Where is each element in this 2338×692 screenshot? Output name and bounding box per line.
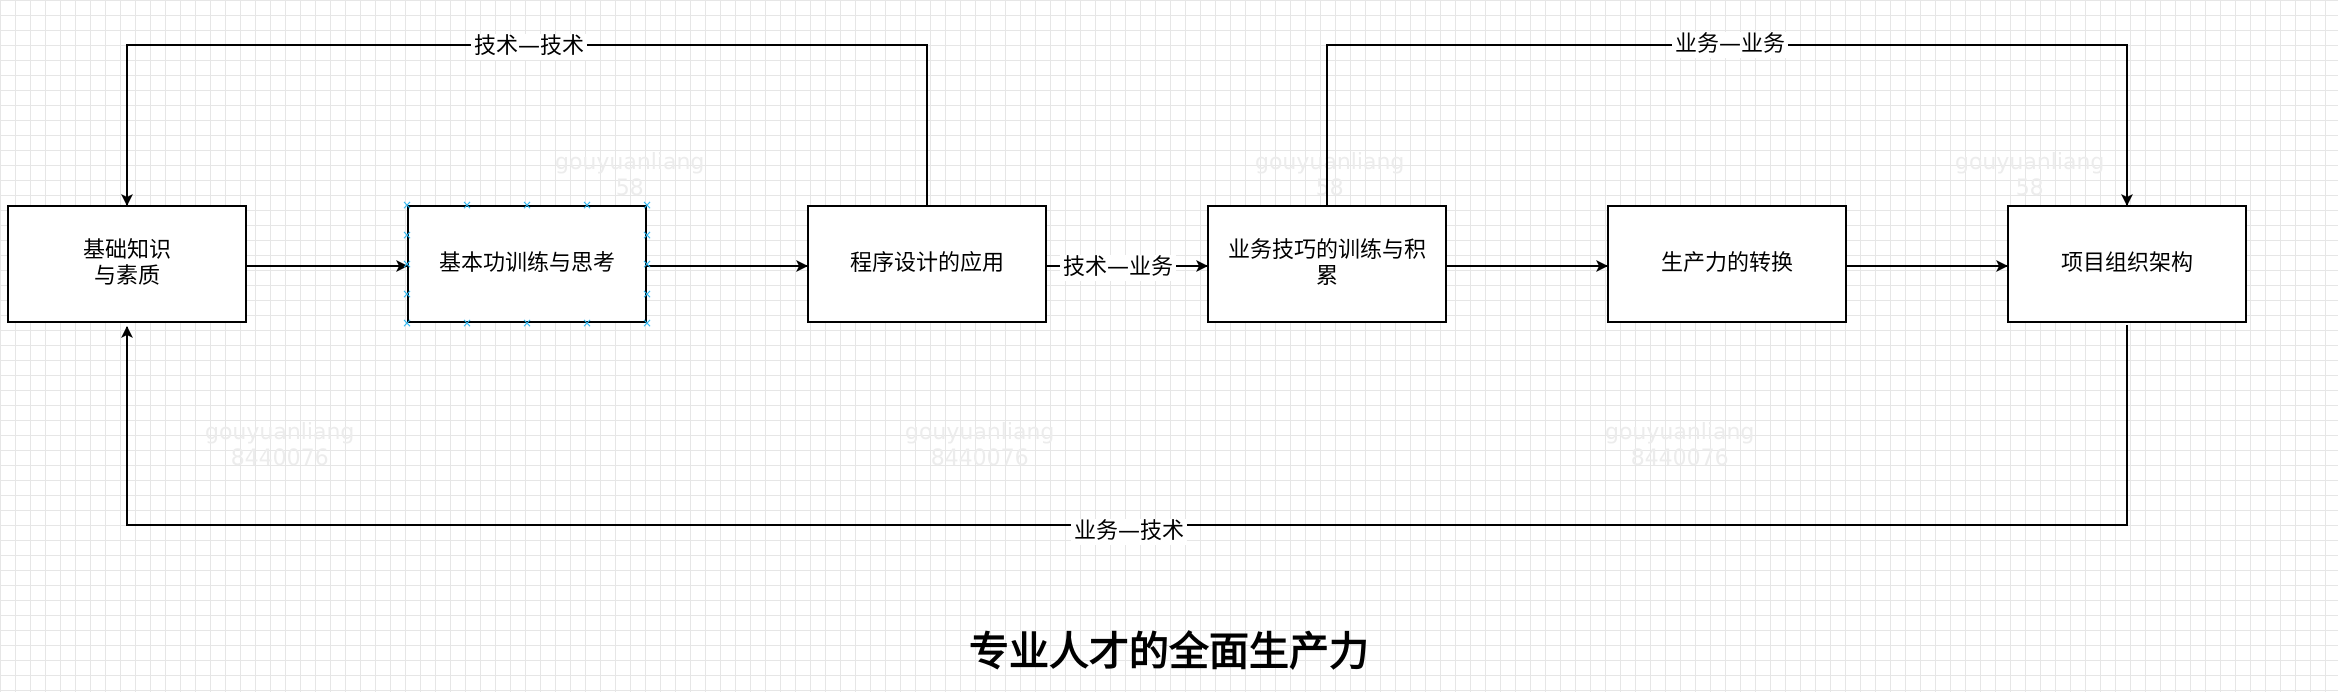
selection-handle[interactable]: × bbox=[641, 227, 653, 242]
selection-handle[interactable]: × bbox=[641, 316, 653, 330]
diagram-title: 专业人才的全面生产力 bbox=[969, 629, 1369, 675]
selection-handle[interactable]: × bbox=[401, 198, 413, 212]
watermark: gouyuanliang 8440076 bbox=[1605, 420, 1755, 471]
edge-n6-n1[interactable] bbox=[121, 325, 2128, 526]
selection-handle[interactable]: × bbox=[641, 286, 653, 301]
selection-handle[interactable]: × bbox=[581, 198, 593, 212]
node-basic-knowledge[interactable]: 基础知识 与素质 bbox=[7, 205, 247, 323]
selection-handle[interactable]: × bbox=[521, 198, 533, 212]
watermark: gouyuanliang 58 bbox=[555, 150, 705, 201]
edge-n4-n6[interactable] bbox=[1326, 44, 2133, 206]
node-business-skills[interactable]: 业务技巧的训练与积 累 bbox=[1207, 205, 1447, 323]
selection-handle[interactable]: × bbox=[461, 316, 473, 330]
edge-label-business-business: 业务—业务 bbox=[1671, 32, 1789, 58]
selection-handle[interactable]: × bbox=[401, 316, 413, 330]
edge-label-tech-tech: 技术—技术 bbox=[470, 34, 588, 60]
edge-label-business-tech: 业务—技术 bbox=[1070, 519, 1188, 545]
watermark: gouyuanliang 58 bbox=[1255, 150, 1405, 201]
selection-handle[interactable]: × bbox=[401, 286, 413, 301]
watermark: gouyuanliang 8440076 bbox=[205, 420, 355, 471]
watermark: gouyuanliang 58 bbox=[1955, 150, 2105, 201]
node-productivity-conversion[interactable]: 生产力的转换 bbox=[1607, 205, 1847, 323]
selection-handle[interactable]: × bbox=[581, 316, 593, 330]
selection-handle[interactable]: × bbox=[641, 257, 653, 271]
selection-handle[interactable]: × bbox=[521, 316, 533, 330]
edge-label-tech-business: 技术—业务 bbox=[1059, 255, 1177, 281]
selection-handle[interactable]: × bbox=[641, 198, 653, 212]
node-project-organization[interactable]: 项目组织架构 bbox=[2007, 205, 2247, 323]
edge-n3-n1[interactable] bbox=[121, 44, 928, 206]
watermark: gouyuanliang 8440076 bbox=[905, 420, 1055, 471]
node-program-design[interactable]: 程序设计的应用 bbox=[807, 205, 1047, 323]
selection-handle[interactable]: × bbox=[401, 227, 413, 242]
selection-handle[interactable]: × bbox=[401, 257, 413, 271]
node-fundamentals-training[interactable]: 基本功训练与思考 bbox=[407, 205, 647, 323]
selection-handle[interactable]: × bbox=[461, 198, 473, 212]
